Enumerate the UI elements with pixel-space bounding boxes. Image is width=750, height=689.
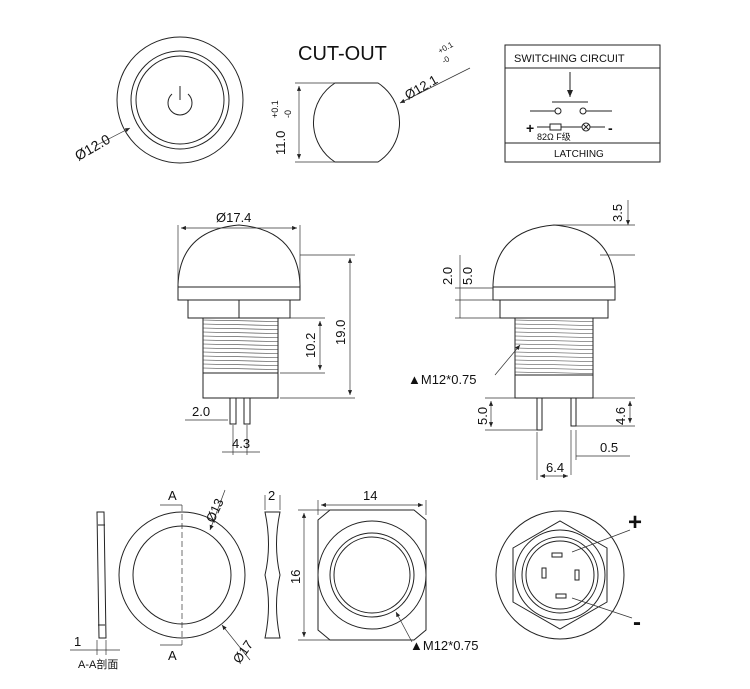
nut-thread-label: ▲M12*0.75	[410, 638, 479, 653]
thread-line	[202, 351, 279, 354]
front-pin-spacing-label: 4.3	[232, 436, 250, 451]
cutout-height-tol-minus: -0	[283, 110, 293, 118]
front-view: Ø17.4 10.2 19.0 2.0 4.3	[177, 210, 355, 455]
thread-line	[514, 347, 594, 350]
thread-line	[202, 343, 279, 346]
washer-section: 1 A-A剖面	[70, 511, 120, 671]
cutout-title: CUT-OUT	[298, 43, 387, 65]
section-mark-bottom: A	[168, 648, 177, 663]
washer-thickness: 2	[268, 488, 275, 503]
thread-line	[202, 323, 279, 326]
circuit-resistor: 82Ω F级	[537, 131, 571, 142]
circuit-minus: -	[608, 120, 613, 136]
side-view: 3.5 2.0 5.0 ▲M12*0.75 5.0 4.6 0.5 6.4	[408, 200, 635, 480]
nut-width-label: 14	[363, 488, 377, 503]
thread-line	[202, 331, 279, 334]
thread-line	[202, 319, 279, 322]
section-mark-top: A	[168, 488, 177, 503]
thread-line	[514, 323, 594, 326]
back-minus: -	[633, 609, 641, 636]
thread-line	[514, 335, 594, 338]
cutout-diameter-label: Ø12.1	[402, 72, 440, 103]
thread-line	[514, 371, 594, 374]
thread-line	[514, 319, 594, 322]
side-pin-span-label: 6.4	[546, 460, 564, 475]
switching-circuit-box: SWITCHING CIRCUIT + - 82Ω F级 LATCHING	[504, 44, 661, 163]
front-thread-length-label: 10.2	[303, 333, 318, 358]
thread-line	[514, 339, 594, 342]
nut-view: 14 16 ▲M12*0.75	[288, 488, 479, 653]
thread-line	[202, 363, 279, 366]
side-pin-thick-label: 0.5	[600, 440, 618, 455]
thread-lines	[202, 319, 279, 370]
front-diameter-label: Ø17.4	[216, 210, 251, 225]
cutout-height-label: 11.0	[273, 131, 288, 155]
thread-line	[514, 327, 594, 330]
circuit-plus: +	[526, 120, 534, 136]
power-icon	[167, 86, 193, 116]
nut-height-label: 16	[288, 570, 303, 584]
thread-line	[514, 331, 594, 334]
lamp-icon	[581, 122, 591, 132]
thread-line	[514, 359, 594, 362]
side-dome-a-label: 2.0	[440, 267, 455, 285]
side-dome-b-label: 5.0	[460, 267, 475, 285]
thread-line	[514, 355, 594, 358]
side-pin-length-label: 5.0	[475, 407, 490, 425]
thread-line	[202, 327, 279, 330]
circuit-mode: LATCHING	[554, 149, 604, 160]
back-view: + -	[495, 509, 642, 640]
side-pin-b-label: 4.6	[613, 407, 628, 425]
cutout-view: CUT-OUT 11.0 +0.1 -0 Ø12.1 +0.1 -0	[270, 40, 471, 163]
top-view: Ø12.0	[72, 36, 244, 164]
thread-line	[202, 359, 279, 362]
thread-line	[202, 355, 279, 358]
cutout-diameter-tol-plus: +0.1	[437, 40, 456, 56]
thread-lines	[514, 319, 594, 374]
front-height-label: 19.0	[333, 320, 348, 345]
thread-line	[202, 335, 279, 338]
thread-line	[514, 343, 594, 346]
top-diameter-label: Ø12.0	[72, 131, 113, 164]
washer-thickness-view: 2	[264, 488, 281, 639]
washer-inner-diameter: Ø13	[203, 496, 227, 525]
thread-line	[514, 367, 594, 370]
washer-outer-diameter: Ø17	[230, 637, 256, 666]
washer-section-thickness: 1	[74, 634, 81, 649]
cutout-diameter-tol-minus: -0	[441, 54, 452, 66]
thread-line	[202, 367, 279, 370]
circuit-title: SWITCHING CIRCUIT	[514, 53, 625, 65]
thread-line	[202, 347, 279, 350]
thread-line	[514, 351, 594, 354]
cutout-height-tol-plus: +0.1	[270, 100, 280, 118]
thread-line	[202, 339, 279, 342]
side-thread-label: ▲M12*0.75	[408, 372, 477, 387]
washer-view: A A Ø13 Ø17	[118, 488, 256, 666]
side-top-label: 3.5	[610, 204, 625, 222]
thread-line	[514, 363, 594, 366]
front-pin-height-label: 2.0	[192, 404, 210, 419]
washer-section-label: A-A剖面	[78, 657, 118, 671]
back-plus: +	[628, 509, 642, 536]
